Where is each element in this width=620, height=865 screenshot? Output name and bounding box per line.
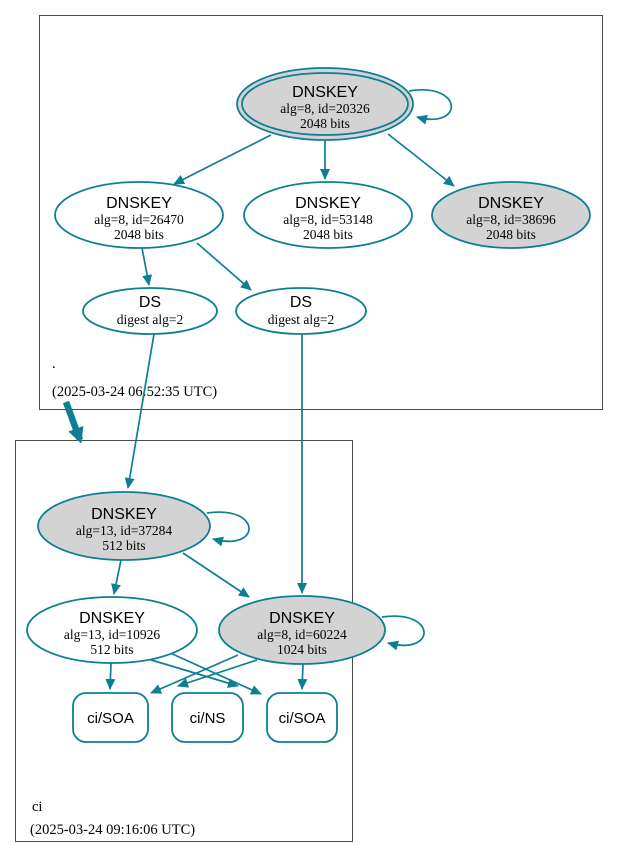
edge-26470-to-ds-left: [141, 247, 153, 286]
edge-10926-to-soa-left: [105, 662, 116, 690]
zone-box-root: [39, 15, 603, 410]
edge-ds-left-to-37284: [124, 333, 155, 489]
dnskey-37284-title: DNSKEY: [91, 506, 157, 523]
edge-37284-self-loop: [206, 511, 250, 547]
rrset-ci-soa-right-node[interactable]: ci/SOA: [266, 692, 338, 743]
edge-60224-to-soa-left: [150, 654, 239, 694]
dnskey-10926-detail: alg=13, id=10926: [64, 627, 160, 642]
edge-10926-to-soa-right: [167, 651, 262, 695]
rrset-ci-ns-node[interactable]: ci/NS: [171, 692, 244, 743]
dnskey-20326-bits: 2048 bits: [300, 116, 350, 131]
dnskey-38696-bits: 2048 bits: [486, 227, 536, 242]
zone-ci-timestamp: (2025-03-24 09:16:06 UTC): [30, 822, 195, 838]
edge-20326-to-38696: [387, 133, 455, 187]
ds-left-title: DS: [139, 294, 161, 311]
edge-20326-to-26470: [173, 134, 272, 185]
dnskey-10926-title: DNSKEY: [79, 610, 145, 627]
dnskey-26470-node[interactable]: DNSKEY alg=8, id=26470 2048 bits: [54, 181, 224, 249]
zone-root-label: .: [52, 356, 56, 372]
edge-60224-to-ns: [177, 659, 258, 688]
dnskey-60224-bits: 1024 bits: [277, 642, 327, 657]
edge-26470-to-ds-right: [196, 242, 252, 291]
dnskey-37284-node[interactable]: DNSKEY alg=13, id=37284 512 bits: [37, 491, 211, 561]
edge-60224-self-loop: [381, 615, 425, 651]
edge-60224-to-soa-right: [297, 663, 308, 690]
rrset-ci-soa-left-node[interactable]: ci/SOA: [72, 692, 149, 743]
dnskey-60224-node[interactable]: DNSKEY alg=8, id=60224 1024 bits: [218, 595, 386, 665]
edge-20326-self-loop: [408, 89, 453, 125]
ds-left-node[interactable]: DS digest alg=2: [82, 287, 218, 335]
dnskey-53148-title: DNSKEY: [295, 195, 361, 212]
rrset-ci-soa-left-label: ci/SOA: [87, 710, 134, 727]
ds-right-node[interactable]: DS digest alg=2: [235, 287, 367, 335]
dnskey-10926-node[interactable]: DNSKEY alg=13, id=10926 512 bits: [26, 596, 198, 664]
dnskey-60224-title: DNSKEY: [269, 610, 335, 627]
ds-right-detail: digest alg=2: [268, 312, 334, 327]
dnskey-38696-title: DNSKEY: [478, 195, 544, 212]
dnskey-10926-bits: 512 bits: [90, 642, 133, 657]
dnskey-20326-node[interactable]: DNSKEY alg=8, id=20326 2048 bits: [236, 67, 414, 141]
rrset-ci-ns-label: ci/NS: [190, 710, 226, 727]
dnskey-37284-bits: 512 bits: [102, 538, 145, 553]
dnskey-38696-detail: alg=8, id=38696: [466, 212, 556, 227]
dnskey-38696-node[interactable]: DNSKEY alg=8, id=38696 2048 bits: [431, 181, 591, 249]
dnskey-53148-node[interactable]: DNSKEY alg=8, id=53148 2048 bits: [243, 181, 413, 249]
ds-left-detail: digest alg=2: [117, 312, 183, 327]
dnskey-53148-bits: 2048 bits: [303, 227, 353, 242]
dnskey-53148-detail: alg=8, id=53148: [283, 212, 373, 227]
dnskey-60224-detail: alg=8, id=60224: [257, 627, 347, 642]
rrset-ci-soa-right-label: ci/SOA: [279, 710, 326, 727]
dnskey-26470-title: DNSKEY: [106, 195, 172, 212]
dnskey-26470-detail: alg=8, id=26470: [94, 212, 184, 227]
dnskey-20326-title: DNSKEY: [292, 84, 358, 101]
dnskey-37284-detail: alg=13, id=37284: [76, 523, 172, 538]
zone-ci-label: ci: [32, 799, 42, 815]
zone-root-timestamp: (2025-03-24 06:52:35 UTC): [52, 384, 217, 400]
dnskey-26470-bits: 2048 bits: [114, 227, 164, 242]
edge-10926-to-ns: [147, 658, 239, 688]
dnskey-20326-detail: alg=8, id=20326: [280, 101, 370, 116]
edge-zone-delegation-arrow: [62, 400, 84, 444]
edge-37284-to-10926: [111, 559, 122, 595]
ds-right-title: DS: [290, 294, 312, 311]
edge-37284-to-60224: [182, 552, 250, 598]
